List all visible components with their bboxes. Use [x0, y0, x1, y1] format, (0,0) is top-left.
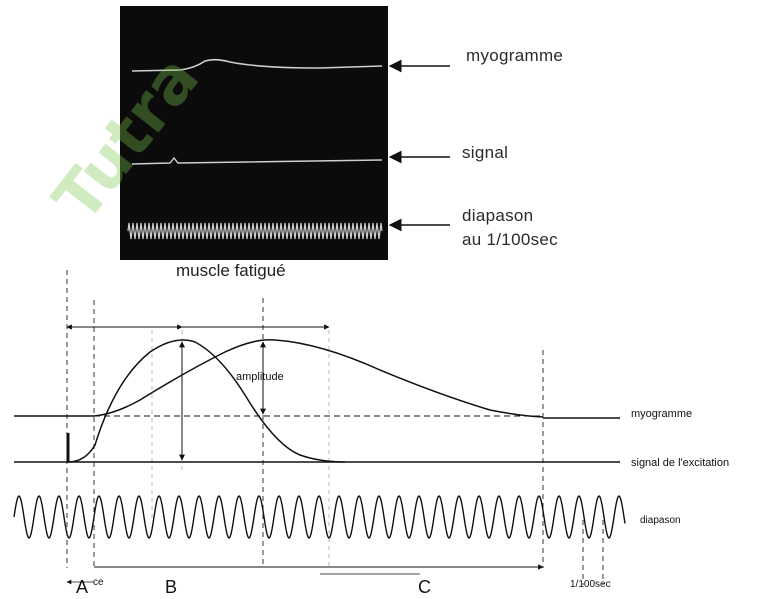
photo-myogram-trace — [131, 58, 383, 72]
photo-label-signal: signal — [462, 143, 509, 162]
photo-traces — [127, 58, 383, 240]
photo-caption: muscle fatigué — [176, 261, 286, 280]
photo-label-myogramme: myogramme — [466, 46, 564, 65]
vertical-guides — [66, 270, 604, 585]
fresh-muscle-curve — [67, 339, 346, 463]
oscilloscope-photo — [120, 6, 388, 260]
faint-guides — [151, 330, 330, 568]
diapason-wave — [13, 495, 626, 539]
phase-label-c: C — [418, 577, 431, 597]
diagram-label-signal: signal de l'excitation — [631, 457, 730, 469]
photo-diapason-trace — [127, 222, 383, 240]
phase-label-a: A — [76, 577, 89, 597]
amplitude-label: amplitude — [236, 371, 284, 383]
period-label: 1/100sec — [570, 579, 611, 590]
phase-label-a-sub: ce — [93, 577, 104, 588]
fatigued-muscle-curve — [93, 339, 544, 418]
phase-label-b: B — [165, 577, 178, 597]
photo-label-diapason: diapason — [462, 206, 534, 225]
diagram-label-myogramme: myogramme — [631, 408, 693, 420]
photo-label-diapason-rate: au 1/100sec — [462, 230, 558, 249]
photo-signal-trace — [131, 156, 383, 165]
diagram-label-diapason: diapason — [640, 515, 681, 526]
